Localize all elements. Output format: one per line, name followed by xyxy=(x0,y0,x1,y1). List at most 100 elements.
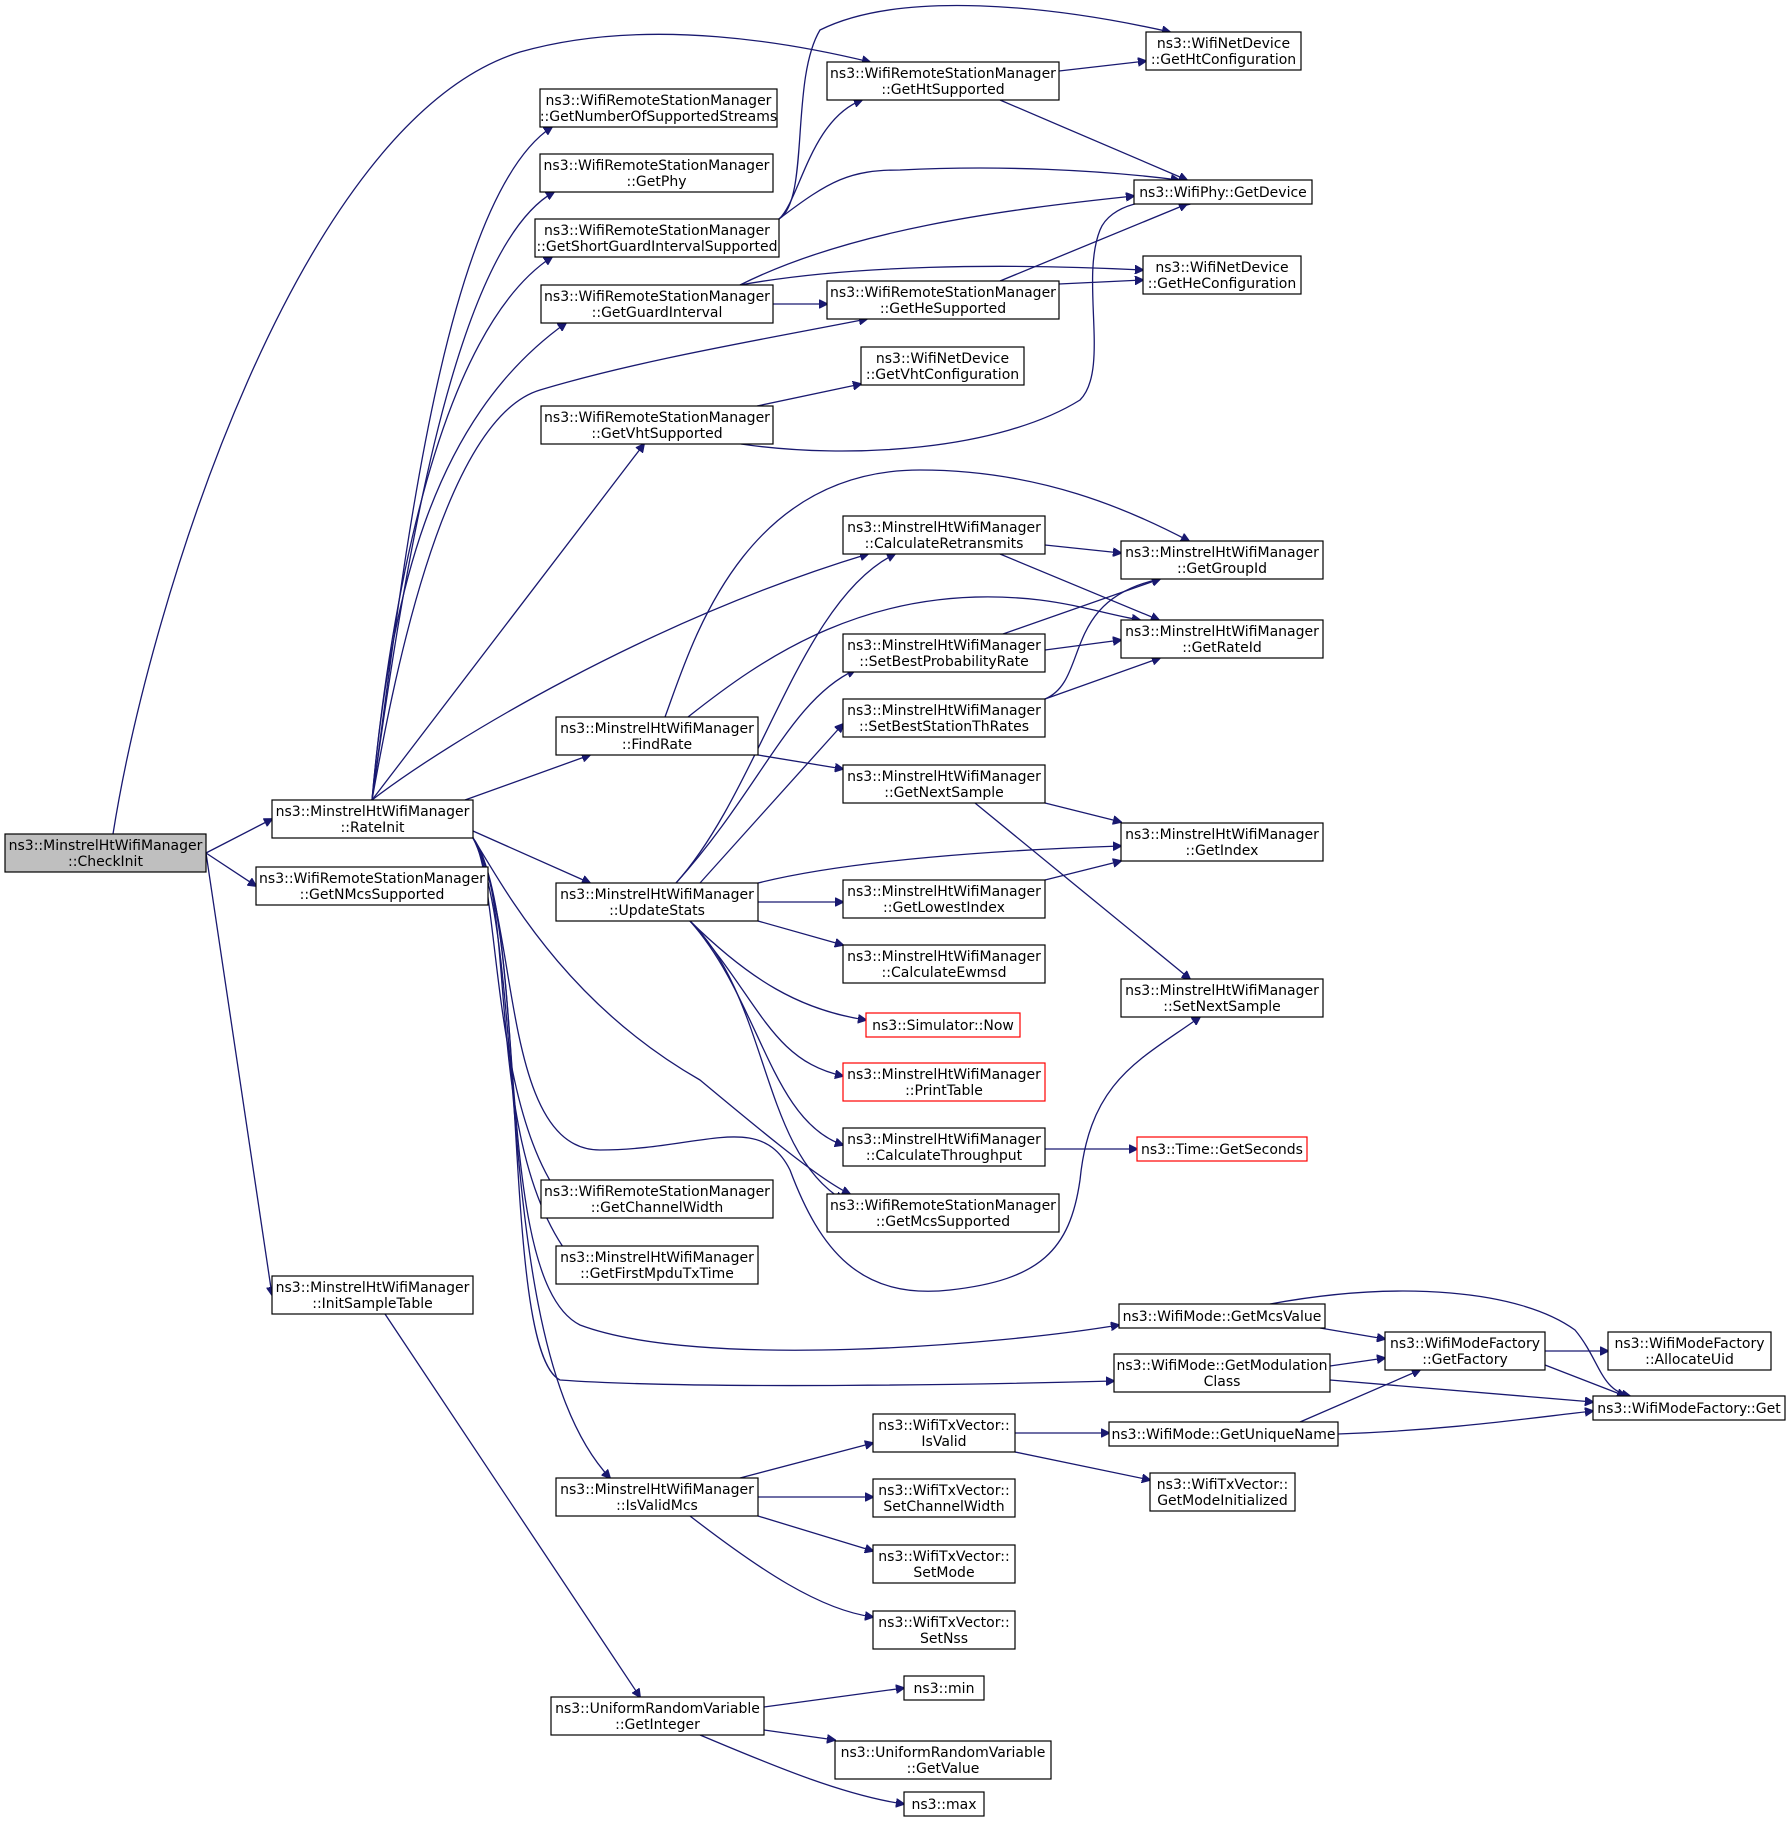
node-isvalidmcs[interactable]: ns3::MinstrelHtWifiManager::IsValidMcs xyxy=(555,1477,759,1517)
node-initsample[interactable]: ns3::MinstrelHtWifiManager::InitSampleTa… xyxy=(271,1275,474,1315)
node-box xyxy=(872,1478,1016,1518)
node-label: ns3::WifiTxVector:: xyxy=(878,1615,1009,1631)
edge-rateinit-to-updatestats xyxy=(472,830,590,883)
edge-updatestats-to-setbeststation xyxy=(699,724,843,884)
edge-updatestats-to-setbestprob xyxy=(675,670,855,884)
node-label: ::CheckInit xyxy=(68,854,143,870)
node-box xyxy=(842,1127,1046,1167)
node-label: ns3::MinstrelHtWifiManager xyxy=(1125,827,1319,843)
node-getmcssup[interactable]: ns3::WifiRemoteStationManager::GetMcsSup… xyxy=(826,1193,1060,1233)
edge-rateinit-to-getsgi xyxy=(371,257,552,801)
node-getinteger[interactable]: ns3::UniformRandomVariable::GetInteger xyxy=(550,1696,765,1736)
node-checkinit[interactable]: ns3::MinstrelHtWifiManager::CheckInit xyxy=(4,833,207,873)
edge-updatestats-to-printtable xyxy=(689,920,843,1076)
node-label: ns3::UniformRandomVariable xyxy=(555,1701,760,1717)
node-getheconf[interactable]: ns3::WifiNetDevice::GetHeConfiguration xyxy=(1142,255,1302,295)
node-setnextsample[interactable]: ns3::MinstrelHtWifiManager::SetNextSampl… xyxy=(1120,978,1324,1018)
edge-getlowestindex-to-getindex xyxy=(1044,861,1121,881)
node-getphy[interactable]: ns3::WifiRemoteStationManager::GetPhy xyxy=(539,153,774,193)
edge-rateinit-to-getchw xyxy=(472,837,560,1196)
node-label: ::GetShortGuardIntervalSupported xyxy=(536,239,777,255)
node-getnmcs[interactable]: ns3::WifiRemoteStationManager::GetNMcsSu… xyxy=(255,866,489,906)
node-getnextsample[interactable]: ns3::MinstrelHtWifiManager::GetNextSampl… xyxy=(842,764,1046,804)
node-setbeststation[interactable]: ns3::MinstrelHtWifiManager::SetBestStati… xyxy=(842,698,1046,738)
node-getindex[interactable]: ns3::MinstrelHtWifiManager::GetIndex xyxy=(1120,822,1324,862)
edge-rateinit-to-getphy xyxy=(371,192,554,801)
node-label: ns3::WifiTxVector:: xyxy=(1157,1477,1288,1493)
node-allocateuid[interactable]: ns3::WifiModeFactory::AllocateUid xyxy=(1607,1331,1772,1371)
edge-isvalidmcs-to-istxvalid xyxy=(739,1443,873,1479)
node-getvalue[interactable]: ns3::UniformRandomVariable::GetValue xyxy=(834,1740,1052,1780)
node-getchw[interactable]: ns3::WifiRemoteStationManager::GetChanne… xyxy=(540,1179,774,1219)
node-setbestprob[interactable]: ns3::MinstrelHtWifiManager::SetBestProba… xyxy=(842,633,1046,673)
edge-setbestprob-to-getgroupid xyxy=(1002,579,1160,635)
node-getuniquename[interactable]: ns3::WifiMode::GetUniqueName xyxy=(1108,1421,1339,1447)
node-box xyxy=(834,1740,1052,1780)
node-box xyxy=(903,1791,985,1817)
node-getfirstmpdu[interactable]: ns3::MinstrelHtWifiManager::GetFirstMpdu… xyxy=(555,1245,759,1285)
edge-updatestats-to-getmcssup xyxy=(689,920,843,1200)
node-gethtconf[interactable]: ns3::WifiNetDevice::GetHtConfiguration xyxy=(1145,31,1302,71)
node-getsgi[interactable]: ns3::WifiRemoteStationManager::GetShortG… xyxy=(534,218,780,258)
node-label: ns3::MinstrelHtWifiManager xyxy=(560,1250,754,1266)
node-getseconds[interactable]: ns3::Time::GetSeconds xyxy=(1136,1136,1308,1162)
node-setchw[interactable]: ns3::WifiTxVector::SetChannelWidth xyxy=(872,1478,1016,1518)
node-label: ns3::WifiRemoteStationManager xyxy=(544,158,770,174)
edge-rateinit-to-isvalidmcs xyxy=(472,837,610,1478)
edge-rateinit-to-setnextsample xyxy=(472,837,1200,1292)
edge-rateinit-to-getgi xyxy=(371,323,566,801)
node-box xyxy=(1113,1353,1331,1393)
node-findrate[interactable]: ns3::MinstrelHtWifiManager::FindRate xyxy=(555,716,759,756)
node-label: ns3::WifiRemoteStationManager xyxy=(544,410,770,426)
node-factoryget[interactable]: ns3::WifiModeFactory::Get xyxy=(1592,1395,1786,1421)
node-istxvalid[interactable]: ns3::WifiTxVector::IsValid xyxy=(872,1413,1016,1453)
node-getgroupid[interactable]: ns3::MinstrelHtWifiManager::GetGroupId xyxy=(1120,540,1324,580)
node-box xyxy=(872,1413,1016,1453)
node-label: ns3::WifiMode::GetModulation xyxy=(1117,1358,1328,1374)
node-simnow[interactable]: ns3::Simulator::Now xyxy=(865,1012,1021,1038)
node-calcewmsd[interactable]: ns3::MinstrelHtWifiManager::CalculateEwm… xyxy=(842,944,1046,984)
node-label: ns3::WifiNetDevice xyxy=(1155,260,1288,276)
node-getvhtsup[interactable]: ns3::WifiRemoteStationManager::GetVhtSup… xyxy=(540,405,774,445)
node-box xyxy=(865,1012,1021,1038)
node-getmcsvalue[interactable]: ns3::WifiMode::GetMcsValue xyxy=(1118,1303,1326,1329)
node-label: ::PrintTable xyxy=(905,1083,983,1099)
node-label: SetNss xyxy=(920,1631,968,1647)
edges-layer xyxy=(112,4,1630,1804)
node-box xyxy=(540,284,774,324)
node-printtable[interactable]: ns3::MinstrelHtWifiManager::PrintTable xyxy=(842,1062,1046,1102)
node-getgi[interactable]: ns3::WifiRemoteStationManager::GetGuardI… xyxy=(540,284,774,324)
node-label: ns3::UniformRandomVariable xyxy=(841,1745,1046,1761)
node-rateinit[interactable]: ns3::MinstrelHtWifiManager::RateInit xyxy=(271,799,474,839)
node-getdevice[interactable]: ns3::WifiPhy::GetDevice xyxy=(1133,179,1313,205)
node-calcretrans[interactable]: ns3::MinstrelHtWifiManager::CalculateRet… xyxy=(842,515,1046,555)
node-label: ns3::WifiTxVector:: xyxy=(878,1549,1009,1565)
node-setnss[interactable]: ns3::WifiTxVector::SetNss xyxy=(872,1610,1016,1650)
node-gethesup[interactable]: ns3::WifiRemoteStationManager::GetHeSupp… xyxy=(826,280,1060,320)
node-getlowestindex[interactable]: ns3::MinstrelHtWifiManager::GetLowestInd… xyxy=(842,879,1046,919)
edge-updatestats-to-calcewmsd xyxy=(757,920,843,945)
edge-istxvalid-to-getmodeinit xyxy=(1014,1451,1150,1480)
node-getnumstreams[interactable]: ns3::WifiRemoteStationManager::GetNumber… xyxy=(539,88,778,128)
edge-getvhtsup-to-getvhtconf xyxy=(756,384,861,407)
node-getmodeinit[interactable]: ns3::WifiTxVector::GetModeInitialized xyxy=(1149,1472,1296,1512)
node-gethtsup[interactable]: ns3::WifiRemoteStationManager::GetHtSupp… xyxy=(826,61,1060,101)
node-label: ns3::WifiNetDevice xyxy=(1157,36,1290,52)
node-nsmax[interactable]: ns3::max xyxy=(903,1791,985,1817)
node-getfactory[interactable]: ns3::WifiModeFactory::GetFactory xyxy=(1384,1331,1546,1371)
node-updatestats[interactable]: ns3::MinstrelHtWifiManager::UpdateStats xyxy=(555,882,759,922)
node-getrateid[interactable]: ns3::MinstrelHtWifiManager::GetRateId xyxy=(1120,619,1324,659)
node-label: ::GetGuardInterval xyxy=(592,305,723,321)
node-getvhtconf[interactable]: ns3::WifiNetDevice::GetVhtConfiguration xyxy=(860,346,1025,386)
node-calcthroughput[interactable]: ns3::MinstrelHtWifiManager::CalculateThr… xyxy=(842,1127,1046,1167)
node-label: ns3::Time::GetSeconds xyxy=(1141,1142,1303,1158)
node-nsmin[interactable]: ns3::min xyxy=(903,1675,985,1701)
node-label: ::GetIndex xyxy=(1186,843,1259,859)
node-box xyxy=(1120,619,1324,659)
edge-calcretrans-to-getrateid xyxy=(999,553,1159,620)
node-setmode[interactable]: ns3::WifiTxVector::SetMode xyxy=(872,1544,1016,1584)
node-label: SetChannelWidth xyxy=(883,1499,1004,1515)
node-label: ns3::MinstrelHtWifiManager xyxy=(276,804,470,820)
node-box xyxy=(539,88,778,128)
